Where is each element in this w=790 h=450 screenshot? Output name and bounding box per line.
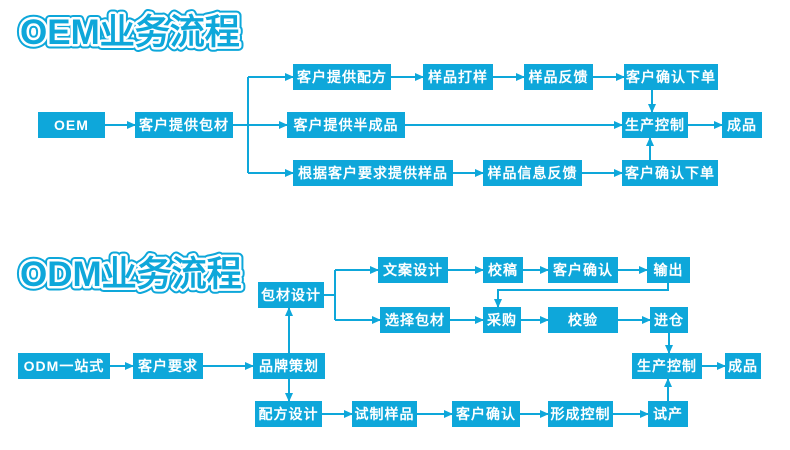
- node-odm-copy-design: 文案设计: [378, 257, 448, 283]
- node-oem-confirm-order-bottom: 客户确认下单: [622, 160, 718, 186]
- node-odm-output: 输出: [647, 257, 690, 283]
- svg-text:OEM业务流程: OEM业务流程: [20, 13, 240, 52]
- node-odm-choose-packaging: 选择包材: [380, 307, 450, 333]
- svg-text:ODM业务流程: ODM业务流程: [20, 255, 242, 294]
- node-oem-sample-feedback: 样品反馈: [524, 64, 593, 90]
- node-oem-production-control: 生产控制: [622, 112, 688, 138]
- node-oem-provide-packaging: 客户提供包材: [135, 112, 233, 138]
- node-odm-trial-production: 试产: [648, 401, 688, 427]
- svg-text:OEM业务流程: OEM业务流程: [20, 13, 240, 52]
- node-odm-purchasing: 采购: [483, 307, 521, 333]
- node-odm-verification: 校验: [548, 307, 618, 333]
- node-oem-sample-proofing: 样品打样: [423, 64, 493, 90]
- node-odm-forming-control: 形成控制: [548, 401, 613, 427]
- node-odm-production-control: 生产控制: [632, 353, 702, 379]
- node-oem-sample-info-feedback: 样品信息反馈: [483, 160, 582, 186]
- oem-connectors: [105, 73, 723, 177]
- svg-text:ODM业务流程: ODM业务流程: [20, 255, 242, 294]
- node-oem-finished-product: 成品: [722, 112, 762, 138]
- node-odm-trial-sample: 试制样品: [352, 401, 417, 427]
- svg-text:ODM业务流程: ODM业务流程: [20, 255, 242, 294]
- node-odm-customer-confirm-top: 客户确认: [548, 257, 618, 283]
- node-odm-brand-planning: 品牌策划: [253, 353, 325, 379]
- oem-title: OEM业务流程 OEM业务流程 OEM业务流程: [16, 9, 245, 57]
- node-oem-start: OEM: [38, 112, 105, 138]
- node-oem-samples-per-requirements: 根据客户要求提供样品: [293, 160, 453, 186]
- node-oem-provide-formula: 客户提供配方: [293, 64, 391, 90]
- node-odm-start: ODM一站式: [18, 353, 110, 379]
- node-odm-customer-requirements: 客户要求: [133, 353, 203, 379]
- node-odm-formula-design: 配方设计: [255, 401, 322, 427]
- node-odm-finished-product: 成品: [725, 353, 761, 379]
- odm-title: ODM业务流程 ODM业务流程 ODM业务流程: [16, 251, 247, 299]
- svg-text:OEM业务流程: OEM业务流程: [20, 13, 240, 52]
- node-odm-warehousing: 进仓: [650, 307, 688, 333]
- node-oem-provide-semi-finished: 客户提供半成品: [287, 112, 405, 138]
- node-odm-proofreading: 校稿: [483, 257, 523, 283]
- odm-connectors: [110, 266, 726, 418]
- node-odm-customer-confirm-bottom: 客户确认: [452, 401, 520, 427]
- node-oem-confirm-order-top: 客户确认下单: [624, 64, 718, 90]
- node-odm-packaging-design: 包材设计: [258, 282, 324, 308]
